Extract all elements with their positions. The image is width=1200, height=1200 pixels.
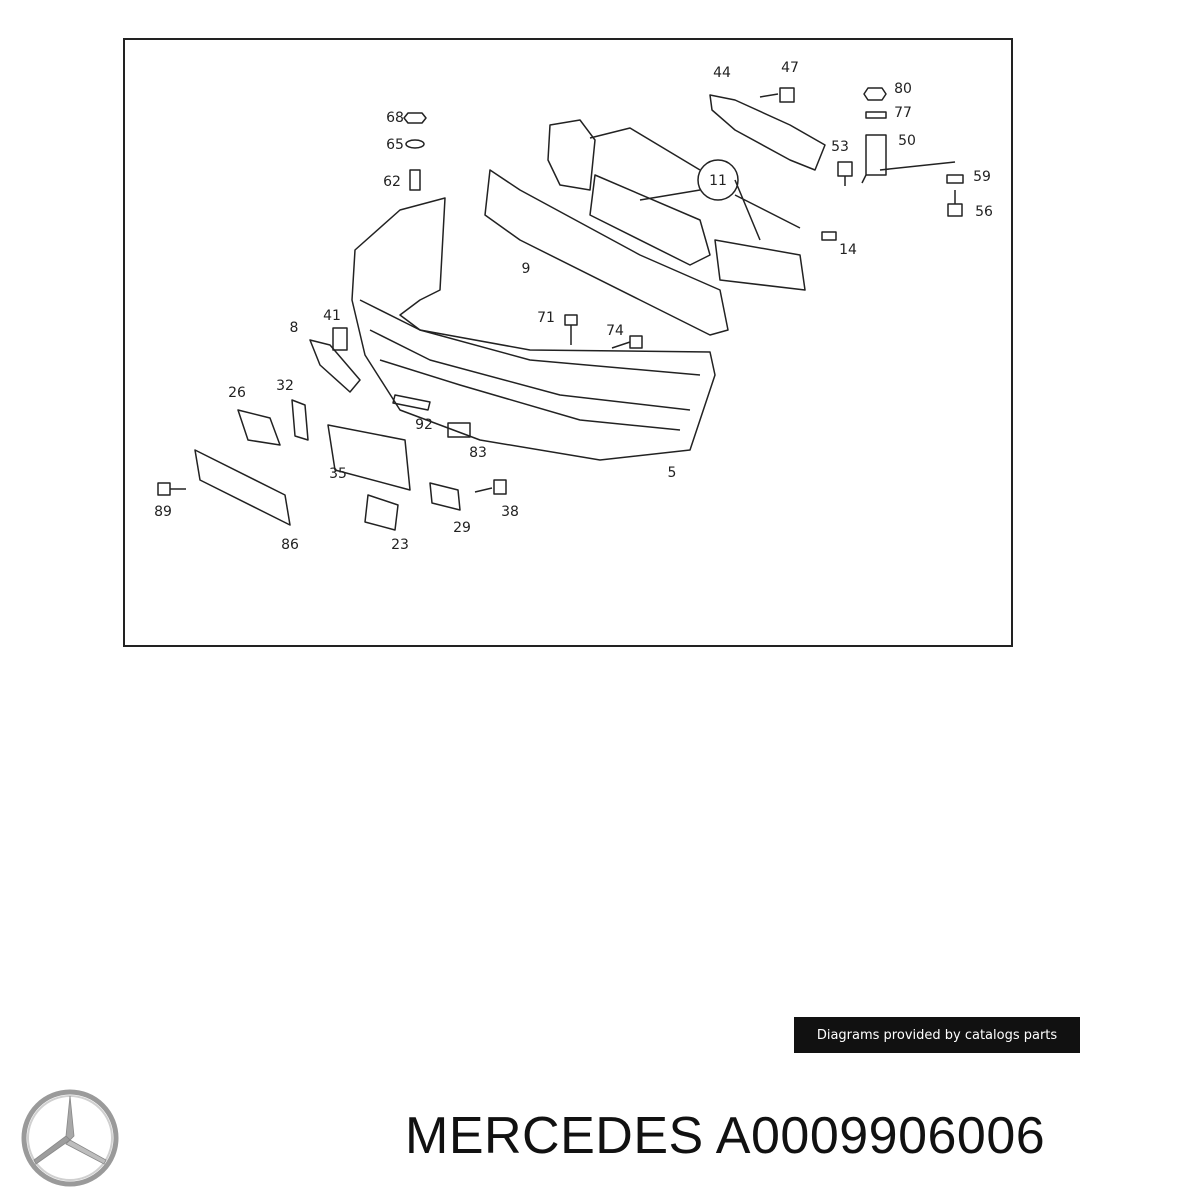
- part-8-bracket: [309, 339, 361, 393]
- callout-80: 80: [894, 81, 912, 97]
- part-47-screw: [759, 87, 795, 103]
- part-44-bracket: [709, 94, 826, 171]
- callout-38: 38: [501, 504, 519, 520]
- callout-86: 86: [281, 537, 299, 553]
- part-9-reinforcement: [484, 169, 729, 336]
- callout-59: 59: [973, 169, 991, 185]
- part-92-badge: [392, 394, 431, 411]
- part-62-bolt: [409, 169, 421, 191]
- brand-name: MERCEDES: [405, 1107, 704, 1165]
- callout-11: 11: [709, 173, 727, 189]
- callout-23: 23: [391, 537, 409, 553]
- callout-9: 9: [522, 261, 531, 277]
- part-caption: MERCEDES A0009906006: [405, 1110, 1045, 1162]
- callout-77: 77: [894, 105, 912, 121]
- part-14-pin: [821, 231, 837, 241]
- part-74-screw: [611, 335, 643, 349]
- callout-74: 74: [606, 323, 624, 339]
- callout-71: 71: [537, 310, 555, 326]
- part-11-absorber-mid: [589, 174, 711, 266]
- part-number: A0009906006: [715, 1107, 1046, 1165]
- callout-65: 65: [386, 137, 404, 153]
- part-86-plate: [194, 449, 291, 526]
- callout-56: 56: [975, 204, 993, 220]
- part-11-absorber-right: [714, 239, 806, 291]
- part-71-bolt: [564, 314, 578, 345]
- part-5-bumper-cover: [351, 197, 716, 461]
- callout-35: 35: [329, 466, 347, 482]
- callout-83: 83: [469, 445, 487, 461]
- part-65-washer: [405, 139, 425, 149]
- part-29-cover: [429, 482, 461, 511]
- callout-26: 26: [228, 385, 246, 401]
- callout-41: 41: [323, 308, 341, 324]
- part-68-nut: [403, 112, 427, 124]
- bumper-exploded-diagram: 44 47 80 77 68 65 53 50 11 62 59 56 14 9 41 8 71 74 26 32 92…: [154, 60, 993, 553]
- part-83-clip: [447, 422, 471, 438]
- part-59-washer: [946, 174, 964, 184]
- diagram-credit-banner: Diagrams provided by catalogs parts: [794, 1017, 1080, 1053]
- callout-44: 44: [713, 65, 731, 81]
- callout-32: 32: [276, 378, 294, 394]
- part-89-screw: [157, 482, 186, 496]
- callout-89: 89: [154, 504, 172, 520]
- callout-47: 47: [781, 60, 799, 76]
- callout-53: 53: [831, 139, 849, 155]
- part-53-clip: [837, 161, 853, 186]
- credit-text: Diagrams provided by catalogs parts: [816, 1027, 1058, 1043]
- part-56-bolt: [947, 190, 963, 217]
- mercedes-star-icon: [21, 1089, 119, 1187]
- part-77-washer: [865, 111, 887, 119]
- part-23-emblem: [364, 494, 399, 531]
- callout-29: 29: [453, 520, 471, 536]
- callout-11-circle: [697, 159, 739, 201]
- callout-92: 92: [415, 417, 433, 433]
- part-32-cover: [291, 399, 309, 441]
- part-11-absorber-left: [547, 119, 596, 191]
- callout-8: 8: [290, 320, 299, 336]
- part-35-grille: [327, 424, 411, 491]
- part-50-bracket: [861, 134, 887, 184]
- callout-14: 14: [839, 242, 857, 258]
- callout-5: 5: [668, 465, 677, 481]
- part-41-clip: [332, 327, 348, 351]
- callout-62: 62: [383, 174, 401, 190]
- diagram-frame: [123, 38, 1013, 647]
- part-80-nut: [863, 87, 887, 101]
- part-26-emblem: [237, 409, 281, 446]
- part-38-screw: [474, 479, 507, 495]
- callout-68: 68: [386, 110, 404, 126]
- callout-50: 50: [898, 133, 916, 149]
